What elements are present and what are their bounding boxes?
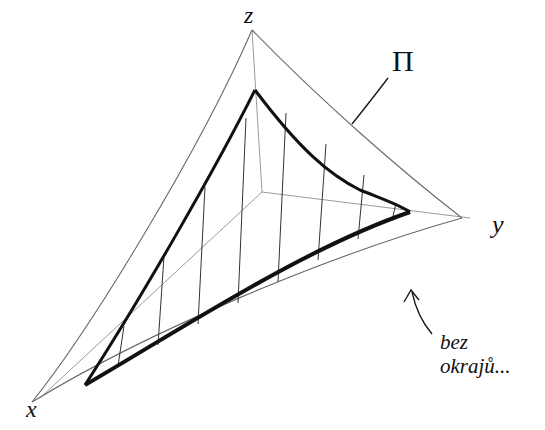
plane-edge <box>85 212 410 385</box>
axis-label: x <box>26 396 37 424</box>
outer-edge <box>32 218 462 402</box>
z-axis <box>252 30 262 192</box>
arrow-shaft <box>412 292 432 334</box>
hatch-line <box>238 118 246 303</box>
callout-arrow <box>404 290 432 334</box>
hatch-line <box>198 187 205 324</box>
hatching <box>118 113 396 366</box>
outer-edge <box>32 30 252 402</box>
outer-triangle <box>32 30 462 402</box>
plane-edge <box>255 90 410 212</box>
axis-label: z <box>244 2 253 30</box>
plane-edge <box>85 90 255 385</box>
outer-edge <box>252 30 462 218</box>
plane-outline <box>85 90 410 385</box>
axis-label: y <box>492 210 504 240</box>
arrow-head <box>404 290 419 302</box>
hatch-line <box>158 256 164 345</box>
axes <box>40 30 470 398</box>
y-axis <box>262 192 470 218</box>
leader-line <box>352 78 388 124</box>
hatch-line <box>278 113 286 282</box>
note-text: bez okrajů... <box>440 330 535 378</box>
plane-label: Π <box>392 44 414 79</box>
